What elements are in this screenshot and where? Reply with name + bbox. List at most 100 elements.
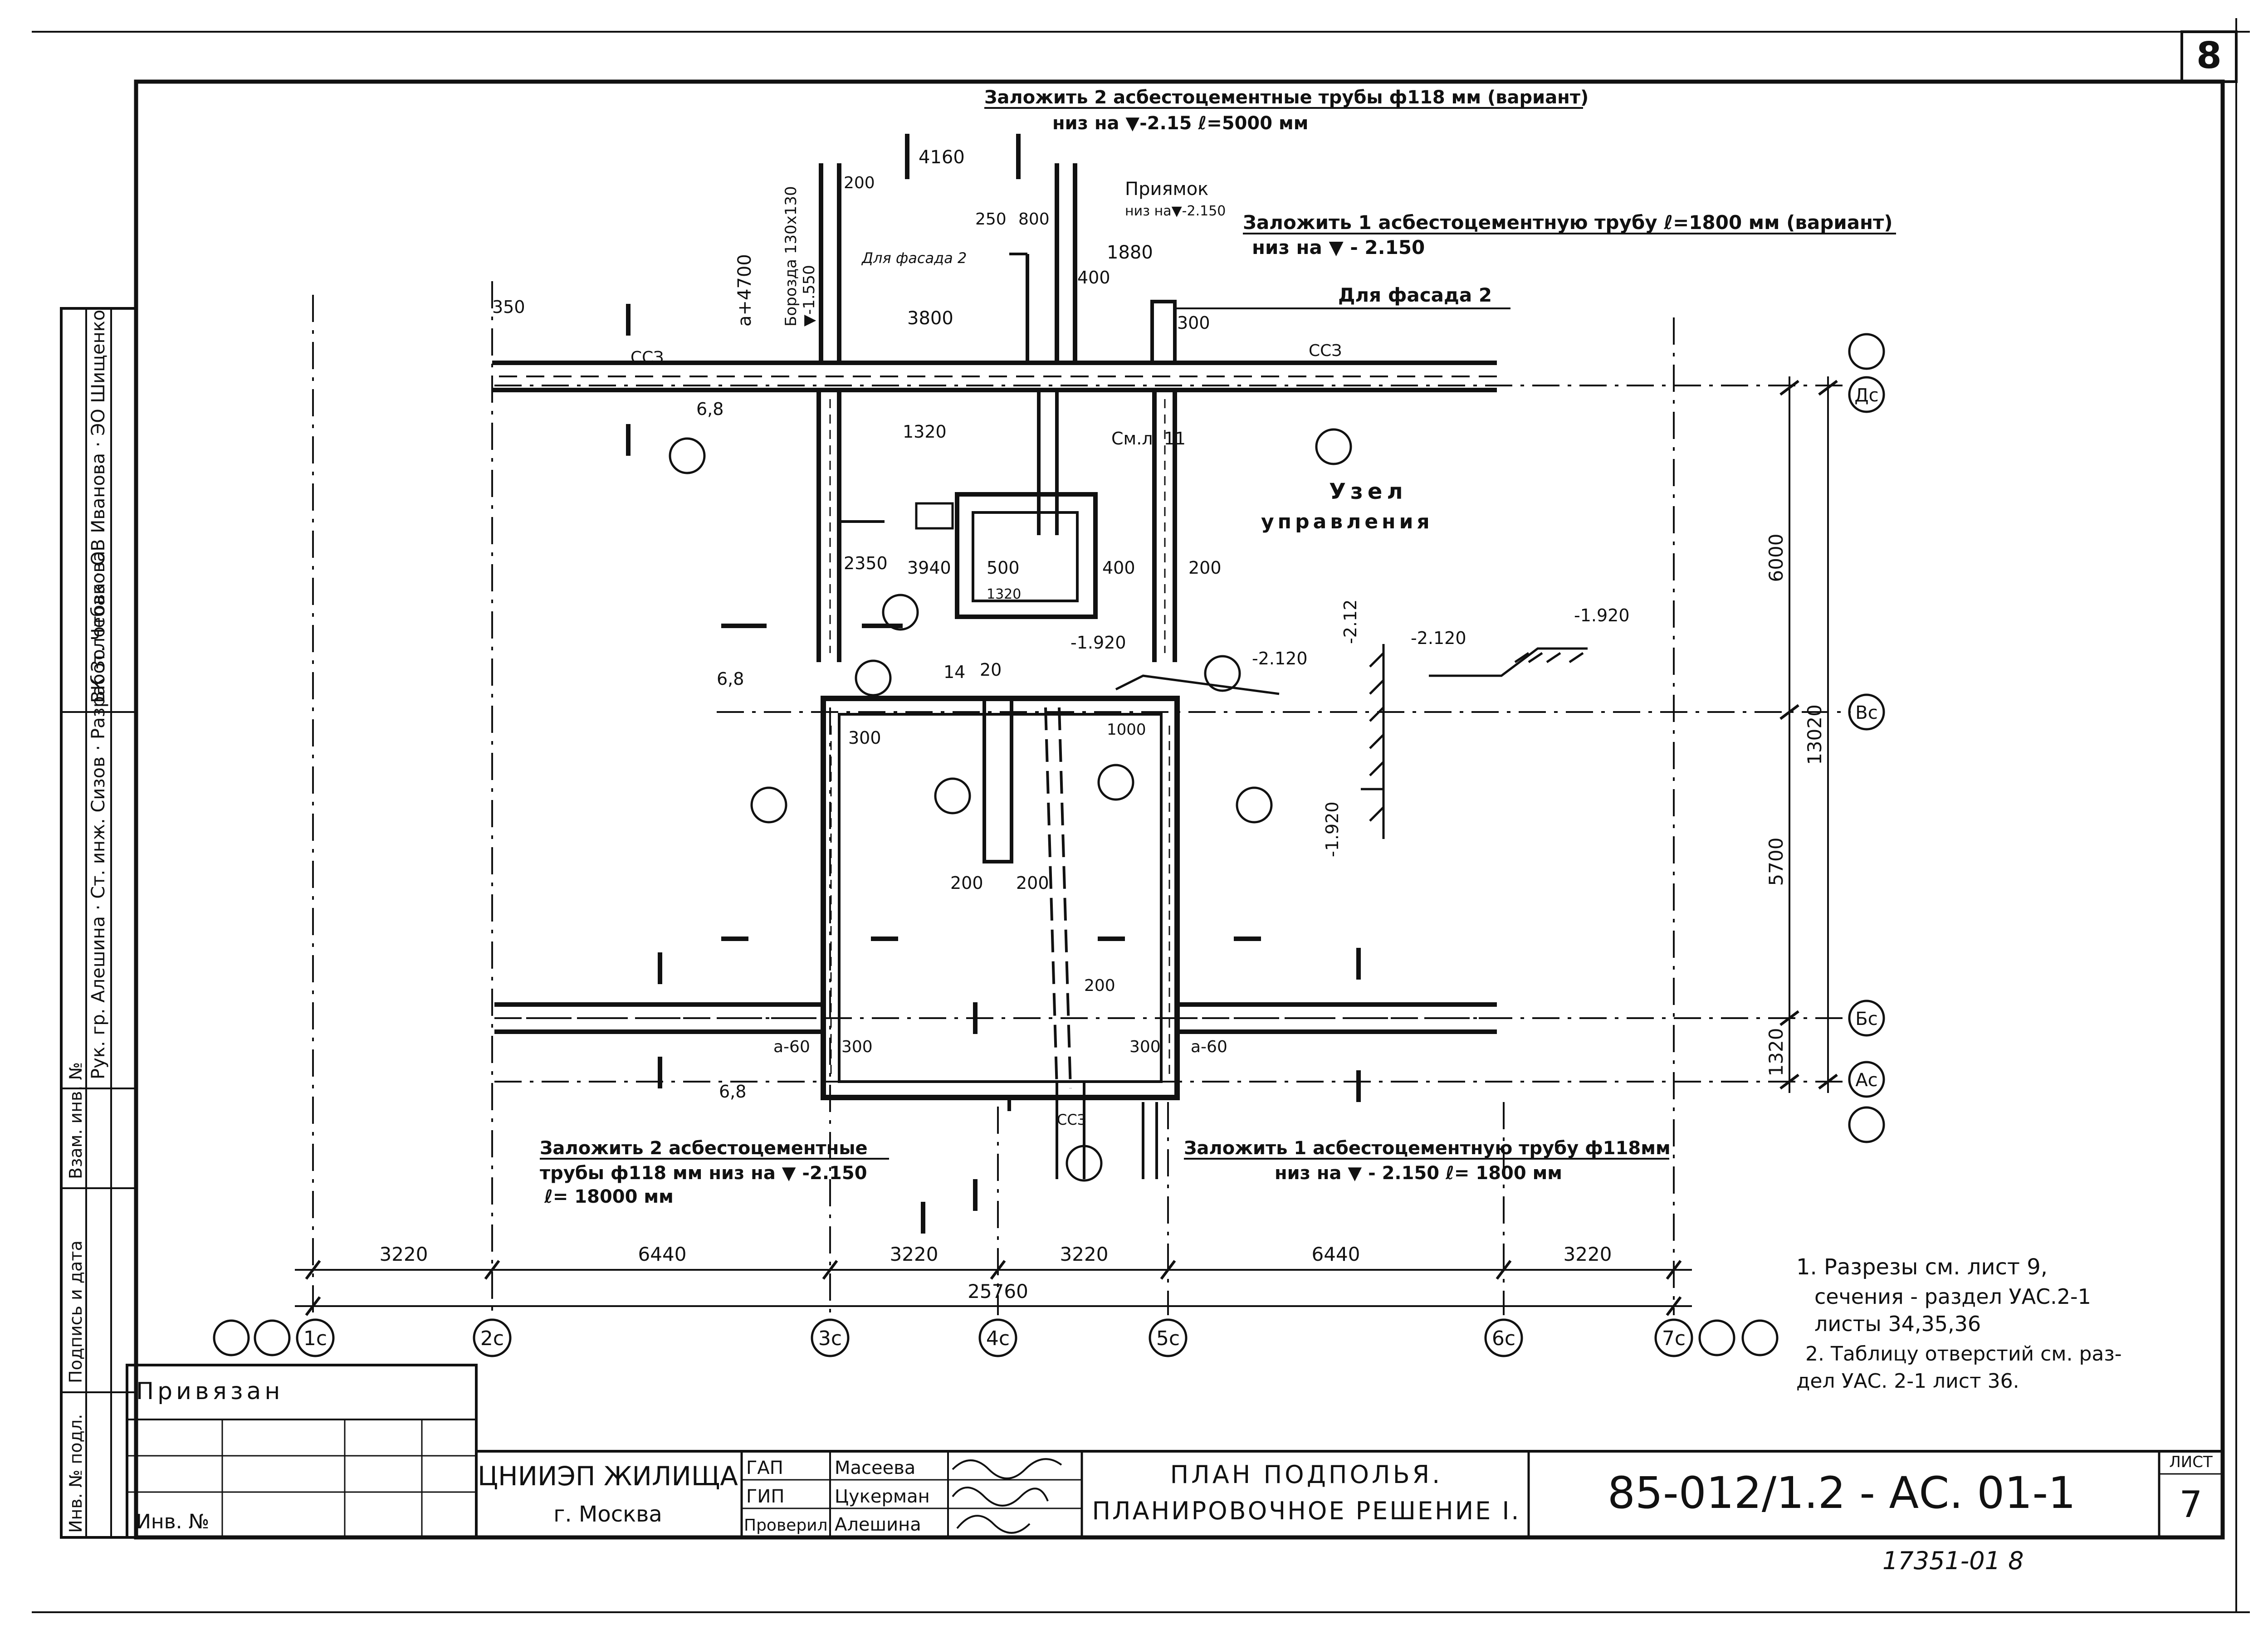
note-pipe-right-2: низ на ▼ - 2.150 <box>1252 236 1425 259</box>
sig-role-3: Проверил <box>744 1516 828 1535</box>
sig-name-1: Масеева <box>835 1458 915 1478</box>
doc-code: 85-012/1.2 - АС. 01-1 <box>1608 1468 2076 1518</box>
dimension-chain-right <box>1779 376 1838 1093</box>
dimension-chain-bottom <box>295 1260 1692 1316</box>
grid-axes-vertical <box>312 281 1675 1315</box>
axis-bubble-2c <box>473 1318 512 1357</box>
axis-label-2c: 2с <box>480 1327 504 1350</box>
title-line2: ПЛАНИРОВОЧНОЕ РЕШЕНИЕ I. <box>1092 1497 1520 1525</box>
axis-label-ac: Ас <box>1855 1070 1877 1091</box>
axis-bubbles-right <box>1848 333 1885 1143</box>
axis-label-bc: Бс <box>1855 1009 1877 1029</box>
axis-label-vc: Вс <box>1855 702 1877 723</box>
svg-text:200: 200 <box>1188 558 1222 578</box>
note-1c: листы 34,35,36 <box>1814 1312 1981 1336</box>
dim-2c-3c: 6440 <box>638 1243 687 1265</box>
axis-label-6c: 6с <box>1492 1327 1515 1350</box>
note-1: 1. Разрезы см. лист 9, <box>1796 1254 2048 1280</box>
svg-text:200: 200 <box>844 174 875 192</box>
svg-text:1880: 1880 <box>1107 242 1153 263</box>
level-mark-5: -1.920 <box>1322 802 1342 858</box>
svg-text:800: 800 <box>1018 210 1050 229</box>
axis-bubble-bc <box>1848 1000 1885 1037</box>
note-pipe-br-2: низ на ▼ - 2.150 ℓ= 1800 мм <box>1275 1163 1562 1184</box>
svg-text:3800: 3800 <box>907 308 953 329</box>
svg-text:350: 350 <box>492 297 525 317</box>
archive-mark: 17351-01 8 <box>1882 1546 2024 1575</box>
svg-text:500: 500 <box>987 558 1020 578</box>
dim-6c-7c: 3220 <box>1564 1243 1612 1265</box>
dim-v-5700: 5700 <box>1765 838 1787 886</box>
room-name-2: управления <box>1261 510 1433 533</box>
level-mark-2: -1.920 <box>1574 605 1630 625</box>
svg-text:200: 200 <box>950 873 983 893</box>
svg-text:а-60: а-60 <box>1191 1038 1227 1056</box>
axis-label-5c: 5с <box>1156 1327 1180 1350</box>
note-a-plus: а+4700 <box>734 254 755 327</box>
svg-text:300: 300 <box>1129 1038 1161 1056</box>
dim-5c-6c: 6440 <box>1312 1243 1360 1265</box>
inv-label: Инв. № <box>136 1510 209 1533</box>
axis-bubble-3c <box>811 1318 850 1357</box>
svg-text:300: 300 <box>1177 313 1210 333</box>
svg-text:4160: 4160 <box>919 147 965 168</box>
axis-label-4c: 4с <box>986 1327 1010 1350</box>
privyazan-label: Привязан <box>136 1378 284 1405</box>
svg-text:ССЗ: ССЗ <box>1057 1111 1086 1128</box>
axis-bubble-7c <box>1654 1318 1693 1357</box>
note-pipe-top-2: низ на ▼-2.15 ℓ=5000 мм <box>1052 113 1308 134</box>
org-line1: ЦНИИЭП ЖИЛИЩА <box>478 1461 738 1492</box>
sheet-label: ЛИСТ <box>2169 1453 2213 1471</box>
dim-overall: 25760 <box>968 1280 1028 1302</box>
channel-walls <box>492 163 1497 1179</box>
axis-bubbles-bottom <box>213 1318 1779 1357</box>
note-pit: Приямок <box>1125 179 1208 200</box>
sig-name-2: Цукерман <box>835 1486 930 1507</box>
svg-text:1000: 1000 <box>1107 721 1146 739</box>
sig-role-2: ГИП <box>746 1486 784 1507</box>
authors: Рук. гр. Алешина · Ст. инж. Сизов · Разр… <box>88 551 109 1079</box>
sig-name-3: Алешина <box>835 1514 921 1535</box>
sig-role-1: ГАП <box>746 1458 783 1478</box>
svg-text:2350: 2350 <box>844 553 888 573</box>
approval-1: ВК Золотова · ОВ Иванова · ЭО Шищенко <box>88 310 109 703</box>
dim-4c-5c: 3220 <box>1060 1243 1109 1265</box>
axis-bubble-1c <box>296 1318 335 1357</box>
sheet-number: 7 <box>2180 1483 2203 1526</box>
note-pipe-bl-3: ℓ= 18000 мм <box>544 1186 674 1207</box>
axis-bubble-dc <box>1848 376 1885 413</box>
axis-bubble-4c <box>978 1318 1017 1357</box>
svg-text:300: 300 <box>848 728 881 748</box>
note-pipe-bl-1: Заложить 2 асбестоцементные <box>540 1138 868 1159</box>
dim-3c-4c: 3220 <box>890 1243 938 1265</box>
note-pipe-br-1: Заложить 1 асбестоцементную трубу ф118мм <box>1184 1138 1671 1159</box>
dim-v-1320: 1320 <box>1765 1028 1787 1077</box>
svg-text:а-60: а-60 <box>773 1038 810 1056</box>
field-vzam: Взам. инв. № <box>66 1062 86 1179</box>
section-marks <box>626 134 1361 1234</box>
dim-v-6000: 6000 <box>1765 534 1787 582</box>
note-pipe-right-1: Заложить 1 асбестоцементную трубу ℓ=1800… <box>1243 211 1893 234</box>
field-podpis: Подпись и дата <box>66 1240 86 1383</box>
svg-text:3940: 3940 <box>907 558 951 578</box>
svg-text:20: 20 <box>980 660 1002 680</box>
note-facade-small: Для фасада 2 <box>861 249 967 267</box>
svg-text:300: 300 <box>841 1038 873 1056</box>
note-pit-level: низ на▼-2.150 <box>1125 203 1226 219</box>
axis-bubble-5c <box>1149 1318 1188 1357</box>
svg-text:ССЗ: ССЗ <box>631 348 664 367</box>
svg-text:250: 250 <box>975 210 1007 229</box>
misc-dimension-labels: 350 4160 250 800 1880 400 200 300 3800 2… <box>492 147 1342 1128</box>
level-mark-4: -2.120 <box>1252 649 1308 668</box>
room-name-1: Узел <box>1329 479 1408 504</box>
svg-text:400: 400 <box>1077 268 1110 288</box>
axis-label-7c: 7с <box>1662 1327 1686 1350</box>
level-mark-6: -2.12 <box>1340 600 1360 644</box>
left-strip: ВК Золотова · ОВ Иванова · ЭО Шищенко Ру… <box>60 307 137 1539</box>
dim-1c-2c: 3220 <box>380 1243 428 1265</box>
axis-bubble-vc <box>1848 693 1885 731</box>
svg-text:6,8: 6,8 <box>717 669 744 689</box>
svg-text:200: 200 <box>1016 873 1049 893</box>
note-2: 2. Таблицу отверстий см. раз- <box>1805 1342 2122 1366</box>
